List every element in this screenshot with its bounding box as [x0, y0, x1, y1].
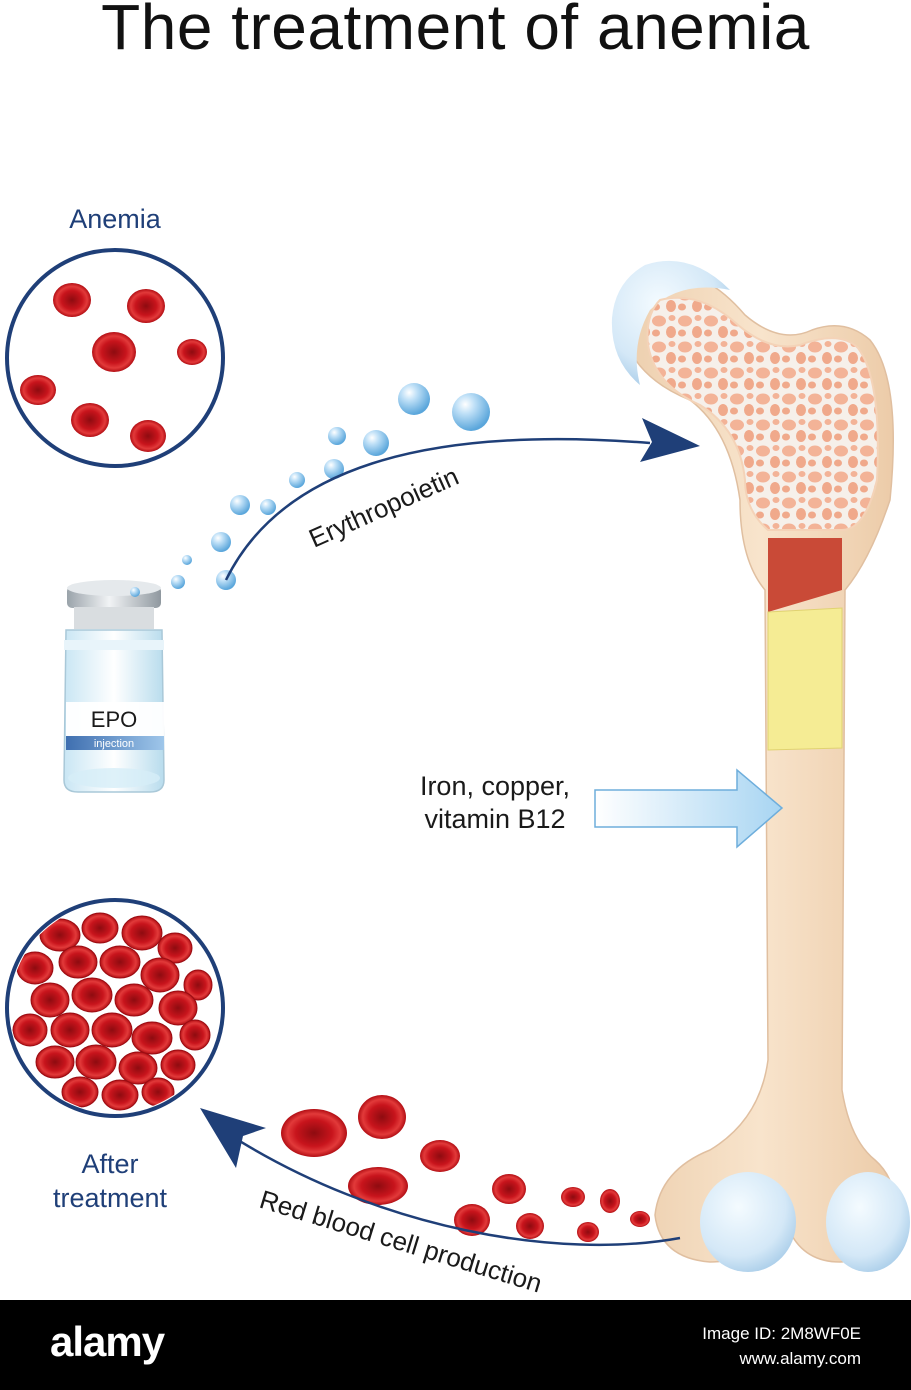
red-blood-cell-icon: [131, 1021, 173, 1055]
erythropoietin-droplet-icon: [328, 427, 346, 445]
red-blood-cell-icon: [630, 1211, 650, 1227]
red-blood-cell-icon: [121, 915, 163, 951]
page-title: The treatment of anemia: [101, 0, 810, 63]
anemia-treatment-diagram: EPO injection Erythropoietin: [5, 248, 910, 1299]
erythropoietin-droplet-icon: [324, 459, 344, 479]
rbc-production-arrow: [200, 1108, 681, 1247]
red-blood-cell-icon: [92, 332, 136, 372]
after-treatment-label-line2: treatment: [52, 1182, 168, 1213]
red-blood-cell-icon: [600, 1189, 620, 1213]
red-blood-cell-icon: [420, 1140, 460, 1172]
footer-bar: [0, 1300, 911, 1390]
red-blood-cell-icon: [12, 1013, 48, 1047]
femur-bone-icon: [611, 260, 910, 1272]
red-blood-cell-icon: [53, 283, 91, 317]
red-blood-cell-icon: [127, 289, 165, 323]
red-blood-cell-icon: [30, 982, 70, 1018]
red-blood-cell-icon: [39, 918, 81, 952]
erythropoietin-droplet-icon: [230, 495, 250, 515]
red-blood-cell-icon: [75, 1044, 117, 1080]
red-blood-cell-icon: [81, 912, 119, 944]
red-blood-cell-icon: [281, 1109, 347, 1157]
red-blood-cell-icon: [118, 1051, 158, 1085]
red-blood-cell-icon: [140, 957, 180, 993]
erythropoietin-droplets: [130, 383, 490, 597]
red-blood-cell-icon: [101, 1079, 139, 1111]
nutrients-label-line1: Iron, copper,: [419, 771, 571, 801]
red-blood-cell-icon: [20, 375, 56, 405]
red-blood-cell-icon: [358, 1095, 406, 1139]
nutrients-label-line2: vitamin B12: [424, 803, 566, 834]
brand-logo: alamy: [50, 1318, 165, 1365]
red-blood-cell-icon: [160, 1049, 196, 1081]
red-blood-cell-icon: [177, 339, 207, 365]
erythropoietin-droplet-icon: [289, 472, 305, 488]
red-blood-cell-icon: [577, 1222, 599, 1242]
vial-label: EPO: [91, 707, 137, 732]
red-blood-cell-icon: [516, 1213, 544, 1239]
red-blood-cell-icon: [35, 1045, 75, 1079]
erythropoietin-droplet-icon: [452, 393, 490, 431]
vial-sublabel: injection: [94, 738, 134, 750]
rbc-production-cells: [281, 1095, 650, 1242]
dense-red-blood-cells: [12, 912, 213, 1111]
red-blood-cell-icon: [71, 977, 113, 1013]
nutrients-label: Iron, copper, vitamin B12: [400, 770, 590, 836]
red-blood-cell-icon: [50, 1012, 90, 1048]
red-blood-cell-icon: [58, 945, 98, 979]
erythropoietin-droplet-icon: [260, 499, 276, 515]
erythropoietin-droplet-icon: [398, 383, 430, 415]
red-blood-cell-icon: [71, 403, 109, 437]
red-blood-cell-icon: [99, 945, 141, 979]
red-blood-cell-icon: [561, 1187, 585, 1207]
red-blood-cell-icon: [157, 932, 193, 964]
nutrients-arrow: [594, 768, 784, 849]
red-blood-cell-icon: [492, 1174, 526, 1204]
image-id: Image ID: 2M8WF0E: [702, 1324, 861, 1343]
after-treatment-label: After treatment: [20, 1148, 200, 1216]
anemia-label: Anemia: [69, 204, 161, 234]
erythropoietin-droplet-icon: [182, 555, 192, 565]
erythropoietin-droplet-icon: [211, 532, 231, 552]
anemia-blood-sample: [5, 248, 225, 468]
erythropoietin-droplet-icon: [171, 575, 185, 589]
erythropoietin-arrow: [224, 418, 700, 581]
erythropoietin-droplet-icon: [363, 430, 389, 456]
red-blood-cell-icon: [179, 1019, 211, 1051]
after-treatment-blood-sample: [5, 898, 225, 1118]
image-id-block: Image ID: 2M8WF0E www.alamy.com: [702, 1322, 861, 1371]
red-blood-cell-icon: [158, 990, 198, 1026]
epo-vial-icon: EPO injection: [63, 580, 165, 793]
red-blood-cell-icon: [454, 1204, 490, 1236]
red-blood-cell-icon: [114, 983, 154, 1017]
red-blood-cell-icon: [130, 420, 166, 452]
red-blood-cell-icon: [91, 1012, 133, 1048]
erythropoietin-droplet-icon: [130, 587, 140, 597]
after-treatment-label-line1: After: [81, 1149, 139, 1179]
red-blood-cell-icon: [348, 1167, 408, 1205]
sparse-red-blood-cells: [20, 283, 207, 452]
red-blood-cell-icon: [183, 969, 213, 1001]
site-url: www.alamy.com: [739, 1348, 861, 1368]
